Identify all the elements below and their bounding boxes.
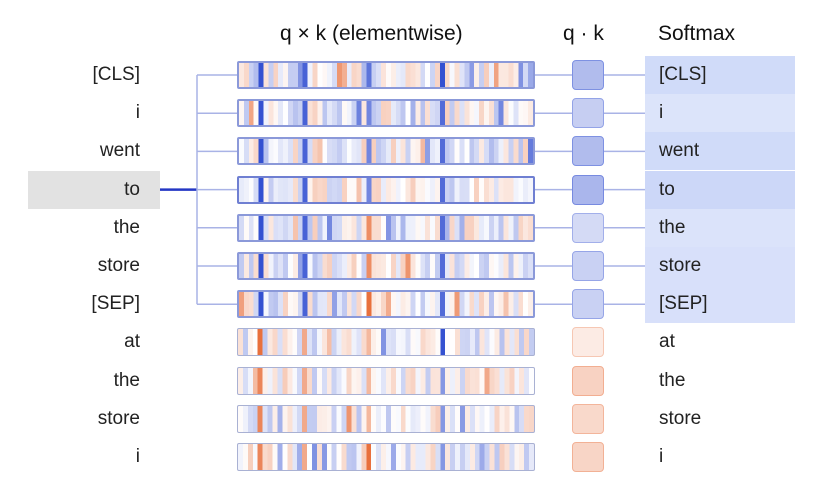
token-label-right[interactable]: i <box>645 94 795 133</box>
elementwise-product-bar <box>237 366 535 395</box>
token-label-right[interactable]: [SEP] <box>645 285 795 324</box>
token-label-right[interactable]: i <box>659 446 664 467</box>
elementwise-product-bar <box>237 137 535 166</box>
dot-product-box <box>572 98 604 129</box>
elementwise-product-bar <box>237 290 535 319</box>
token-label-left[interactable]: the <box>113 369 140 391</box>
token-label-right[interactable]: store <box>659 407 702 429</box>
token-label-right[interactable]: at <box>659 331 675 353</box>
token-label-left[interactable]: [SEP] <box>91 293 140 315</box>
dot-product-box <box>572 251 604 281</box>
dot-product-header: q · k <box>563 22 604 45</box>
token-label-left[interactable]: went <box>99 140 140 162</box>
dot-product-box <box>572 60 604 90</box>
elementwise-product-bar <box>237 328 535 357</box>
elementwise-product-bar <box>237 443 535 471</box>
dot-product-box <box>572 174 604 205</box>
elementwise-header: q × k (elementwise) <box>280 22 463 45</box>
dot-product-box <box>572 327 604 358</box>
elementwise-product-bar <box>237 61 535 89</box>
softmax-header: Softmax <box>658 22 736 45</box>
elementwise-product-bar <box>237 213 535 242</box>
dot-product-box <box>572 212 604 243</box>
token-label-left[interactable]: [CLS] <box>92 64 140 85</box>
token-label-left[interactable]: i <box>135 446 140 467</box>
token-label-right[interactable]: to <box>645 170 795 209</box>
token-label-left[interactable]: the <box>113 216 140 238</box>
token-label-left[interactable]: at <box>124 331 140 353</box>
elementwise-product-bar <box>237 175 535 204</box>
dot-product-box <box>572 136 604 167</box>
token-label-left[interactable]: store <box>97 407 140 429</box>
dot-product-box <box>572 365 604 396</box>
token-label-left[interactable]: store <box>97 255 140 276</box>
token-label-right[interactable]: went <box>645 132 795 171</box>
token-label-right[interactable]: store <box>645 247 795 285</box>
dot-product-box <box>572 289 604 320</box>
token-label-left[interactable]: to <box>28 170 160 209</box>
token-label-left[interactable]: i <box>135 102 140 124</box>
token-label-right[interactable]: [CLS] <box>645 56 795 94</box>
token-label-right[interactable]: the <box>659 369 686 391</box>
dot-product-box <box>572 403 604 434</box>
elementwise-product-bar <box>237 404 535 433</box>
dot-product-box <box>572 442 604 472</box>
elementwise-product-bar <box>237 99 535 128</box>
elementwise-product-bar <box>237 252 535 280</box>
token-label-right[interactable]: the <box>645 208 795 247</box>
